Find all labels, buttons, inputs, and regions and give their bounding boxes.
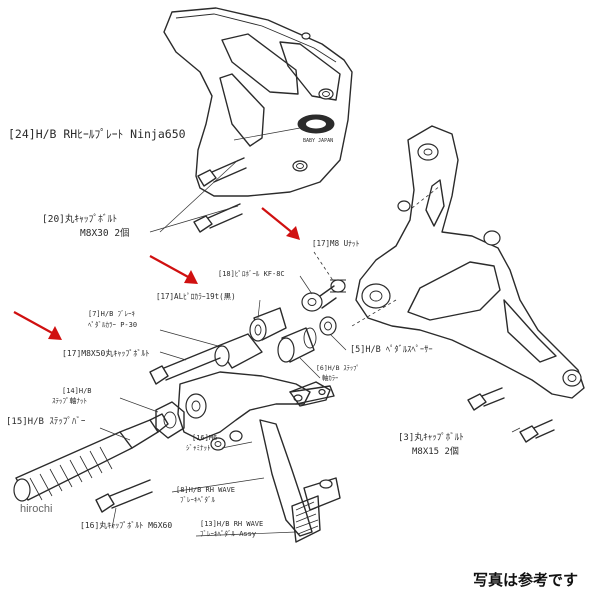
part-labels: [24]H/B RHﾋｰﾙﾌﾟﾚｰﾄ Ninja650 [20]丸ｷｬｯﾌﾟﾎﾞ… bbox=[6, 127, 464, 538]
label-brake-pedal-collar: [7]H/B ﾌﾞﾚｰｷ bbox=[88, 310, 136, 318]
m8-u-nut bbox=[330, 279, 346, 293]
label-m6-jam-nut: [16]M6 bbox=[192, 434, 217, 442]
cap-bolt-m6x60 bbox=[95, 479, 153, 513]
label-pillow-ball: [18]ﾋﾟﾛﾎﾞｰﾙ KF-8C bbox=[218, 270, 285, 278]
brake-pedal-part bbox=[177, 371, 341, 543]
label-brake-pedal-assy: [13]H/B RH WAVE bbox=[200, 520, 263, 528]
step-shaft-collar bbox=[277, 327, 317, 363]
step-bracket-part bbox=[355, 125, 585, 399]
label-step-shaft-collar-2: 軸ｶﾗｰ bbox=[322, 373, 338, 382]
label-step-shaft-nut: [14]H/B bbox=[62, 387, 92, 395]
cap-bolt-m8x50 bbox=[149, 345, 221, 385]
label-al-pillow-collar: [17]ALﾋﾟﾛｶﾗｰ19t(黒) bbox=[156, 292, 236, 301]
label-step-bar: [15]H/B ｽﾃｯﾌﾟﾊﾞｰ bbox=[6, 416, 86, 427]
linkage-rod bbox=[289, 381, 331, 407]
label-cap-bolt-m8x30-qty: M8X30 2個 bbox=[80, 227, 130, 239]
label-brake-pedal-2: ﾌﾞﾚｰｷﾍﾟﾀﾞﾙ bbox=[180, 496, 215, 504]
label-step-shaft-collar: [6]H/B ｽﾃｯﾌﾟ bbox=[316, 364, 360, 372]
label-m6-jam-nut-2: ｼﾞｬﾐﾅｯﾄ bbox=[186, 444, 211, 452]
heel-plate-logo-text: BABY JAPAN bbox=[303, 138, 333, 144]
red-arrows bbox=[13, 207, 300, 340]
label-cap-bolt-m8x15-qty: M8X15 2個 bbox=[412, 445, 459, 457]
brake-pedal-collar bbox=[214, 333, 263, 369]
label-m8-u-nut: [17]M8 Uﾅｯﾄ bbox=[312, 239, 360, 248]
al-pillow-collar bbox=[249, 307, 287, 342]
label-pedal-spacer: [5]H/B ﾍﾟﾀﾞﾙｽﾍﾟｰｻｰ bbox=[350, 345, 433, 355]
heel-plate-part: BABY JAPAN bbox=[163, 7, 353, 197]
label-cap-bolt-m8x50: [17]M8X50丸ｷｬｯﾌﾟﾎﾞﾙﾄ bbox=[62, 348, 149, 358]
red-arrow-m8-u-nut bbox=[261, 207, 300, 240]
cap-bolt-m8x30-pair bbox=[193, 157, 247, 233]
cap-bolt-m8x15-pair bbox=[467, 387, 555, 443]
pillow-ball-kf8c bbox=[301, 285, 337, 312]
label-brake-pedal-collar-2: ﾍﾟﾀﾞﾙｶﾗｰ P-30 bbox=[88, 321, 137, 329]
label-step-shaft-nut-2: ｽﾃｯﾌﾟ軸ﾅｯﾄ bbox=[52, 396, 87, 405]
red-arrow-cap-bolt-m8x50 bbox=[13, 311, 62, 340]
label-brake-pedal-assy-2: ﾌﾞﾚｰｷﾍﾟﾀﾞﾙ Assy bbox=[200, 530, 256, 538]
label-cap-bolt-m6x60: [16]丸ｷｬｯﾌﾟﾎﾞﾙﾄ M6X60 bbox=[80, 520, 172, 530]
label-heel-plate: [24]H/B RHﾋｰﾙﾌﾟﾚｰﾄ Ninja650 bbox=[8, 127, 186, 141]
leader-lines bbox=[99, 127, 521, 537]
label-cap-bolt-m8x30: [20]丸ｷｬｯﾌﾟﾎﾞﾙﾄ bbox=[42, 213, 117, 225]
reference-photo-note: 写真は参考です bbox=[472, 571, 578, 589]
label-cap-bolt-m8x15: [3]丸ｷｬｯﾌﾟﾎﾞﾙﾄ bbox=[398, 431, 464, 443]
step-bar-part bbox=[13, 413, 169, 502]
watermark-text: hirochi bbox=[20, 503, 53, 515]
m6-jam-nut bbox=[210, 437, 226, 451]
red-arrow-al-pillow-collar bbox=[149, 255, 198, 284]
pedal-spacer bbox=[319, 316, 337, 336]
label-brake-pedal: [8]H/B RH WAVE bbox=[176, 486, 235, 494]
